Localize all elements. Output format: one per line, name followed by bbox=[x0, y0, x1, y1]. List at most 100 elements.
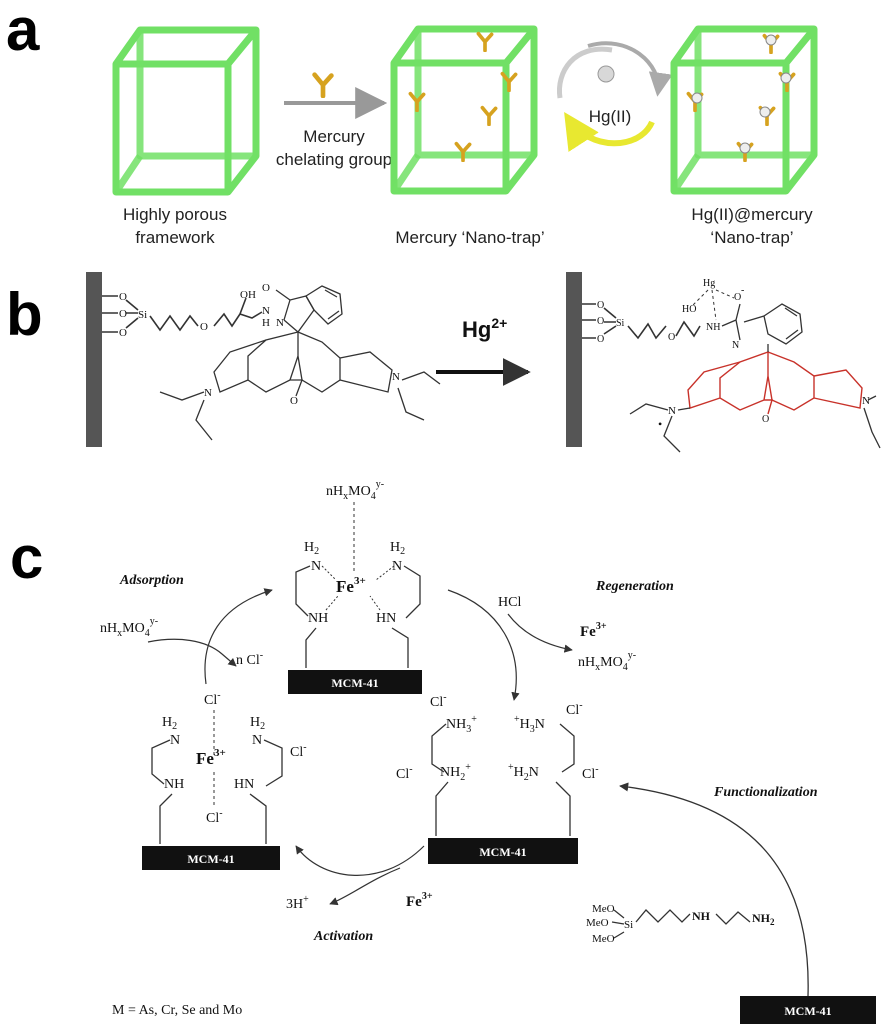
h3n-plus: +H3N bbox=[514, 714, 545, 735]
hg-ion-icon bbox=[597, 65, 615, 83]
oxyanion-in: nHxMO4y- bbox=[100, 616, 158, 639]
o-atom: O bbox=[668, 332, 675, 343]
xanthene-outer-red bbox=[687, 361, 863, 409]
hg-atom: Hg bbox=[703, 278, 715, 289]
adsorption-side-arrow bbox=[147, 638, 237, 667]
ethyl-groups bbox=[159, 371, 441, 441]
loaded-ligands bbox=[686, 33, 796, 162]
silane-precursor: MeO MeO MeO Si NH NH2 bbox=[586, 903, 775, 945]
mcm41-support bbox=[428, 838, 578, 864]
mcm41-support bbox=[288, 670, 422, 694]
benzene-ring bbox=[305, 285, 343, 325]
amine-n: N bbox=[862, 395, 870, 407]
panel-b: b O O O Si O OH N N H O O N N bbox=[6, 272, 881, 453]
caption-right-line2: ‘Nano-trap’ bbox=[710, 228, 793, 247]
cl-ion: Cl- bbox=[566, 700, 583, 718]
ethyl-groups bbox=[629, 395, 881, 453]
hg-ion-icon bbox=[765, 34, 777, 46]
cl-ion: Cl- bbox=[430, 692, 447, 710]
hcl-label: HCl bbox=[498, 595, 521, 610]
bridge-o: O bbox=[290, 395, 298, 407]
label-activation: Activation bbox=[313, 929, 373, 944]
xanthene-core-red bbox=[719, 351, 815, 415]
regeneration-arrow bbox=[447, 589, 520, 701]
cycle-yellow-arrow bbox=[564, 111, 655, 152]
adsorption-arrow bbox=[204, 588, 273, 685]
anionic-o: O bbox=[734, 292, 741, 303]
ligand-icon bbox=[480, 105, 498, 126]
activation-side-arrow bbox=[329, 867, 401, 906]
arrow-label-line2: chelating group bbox=[276, 150, 392, 169]
hn-right: HN bbox=[234, 777, 254, 792]
oxyanion-released: nHxMO4y- bbox=[578, 650, 636, 673]
rhodamine-probe-open: O O O Si O Hg HO O - NH N O N • N bbox=[566, 272, 881, 453]
h2-right: H2 bbox=[390, 540, 405, 557]
hg-ion-icon bbox=[759, 106, 771, 118]
amine-n-left: N bbox=[204, 387, 212, 399]
panel-letter-a: a bbox=[6, 0, 40, 63]
o-atom: O bbox=[119, 308, 127, 320]
caption-left-line2: framework bbox=[135, 228, 215, 247]
meo-group: MeO bbox=[586, 917, 609, 929]
si-atom: Si bbox=[616, 318, 625, 329]
h2n-plus: +H2N bbox=[508, 762, 539, 783]
cycle-right-arrow bbox=[587, 41, 673, 97]
mcm41-label: MCM-41 bbox=[784, 1004, 831, 1018]
mcm41-label: MCM-41 bbox=[331, 676, 378, 690]
nh2-group: NH2 bbox=[752, 911, 775, 927]
imine-n: N bbox=[732, 340, 739, 351]
minus-sign: - bbox=[741, 285, 744, 296]
panel-letter-c: c bbox=[10, 524, 43, 591]
nano-trap-cube bbox=[394, 29, 534, 191]
fe-released: Fe3+ bbox=[580, 621, 607, 640]
proton-release: 3H+ bbox=[286, 894, 309, 912]
protonated-amine-support: Cl- Cl- NH3+ +H3N Cl- NH2+ +H2N Cl- MCM-… bbox=[396, 692, 599, 864]
panel-c: c Adsorption Regeneration Functionalizat… bbox=[10, 479, 876, 1024]
o-atom: O bbox=[200, 321, 208, 333]
activation-arrow bbox=[295, 845, 425, 876]
si-atom: Si bbox=[138, 309, 147, 321]
fe-center: Fe3+ bbox=[336, 575, 366, 596]
nh-group: NH bbox=[692, 909, 711, 923]
n-right: N bbox=[392, 559, 402, 574]
mcm41-label: MCM-41 bbox=[187, 852, 234, 866]
benzene-ring bbox=[763, 303, 803, 345]
amide-bonds bbox=[721, 303, 765, 341]
nh-left: NH bbox=[164, 777, 184, 792]
functionalization-arrow bbox=[619, 782, 809, 997]
amine-chains bbox=[431, 723, 575, 836]
nh2-plus: NH2+ bbox=[440, 762, 471, 783]
hg-ion-icon bbox=[691, 92, 703, 104]
silica-surface bbox=[566, 272, 582, 447]
o-atom: O bbox=[597, 300, 604, 311]
mcm41-support bbox=[740, 996, 876, 1024]
reagent-label: Hg2+ bbox=[462, 315, 507, 342]
chloride-out: n Cl- bbox=[236, 650, 263, 668]
cl-bottom: Cl- bbox=[206, 808, 223, 826]
n-atom: N bbox=[276, 317, 284, 329]
cl-top: Cl- bbox=[204, 690, 221, 708]
cycle-label: Hg(II) bbox=[589, 107, 632, 126]
mcm41-label: MCM-41 bbox=[479, 845, 526, 859]
fe-n-bonds bbox=[321, 565, 395, 611]
cl-side: Cl- bbox=[290, 742, 307, 760]
ho-group: HO bbox=[682, 304, 696, 315]
o-atom: O bbox=[597, 316, 604, 327]
n-left: N bbox=[311, 559, 321, 574]
ligand-icon bbox=[476, 31, 494, 52]
meo-group: MeO bbox=[592, 933, 615, 945]
chelate-chains bbox=[295, 565, 421, 668]
h2-left: H2 bbox=[304, 540, 319, 557]
h2-right: H2 bbox=[250, 715, 265, 732]
linker-bonds bbox=[102, 295, 263, 333]
hg-cycle: Hg(II) bbox=[556, 41, 673, 152]
arrow-label-line1: Mercury bbox=[303, 127, 365, 146]
label-functionalization: Functionalization bbox=[713, 785, 818, 800]
aminosilane-chain bbox=[611, 909, 751, 939]
rhodamine-probe-closed: O O O Si O OH N N H O O N N bbox=[86, 272, 441, 447]
o-atom: O bbox=[119, 327, 127, 339]
oxyanion-label: nHxMO4y- bbox=[326, 479, 384, 502]
nh-left: NH bbox=[308, 611, 328, 626]
si-atom: Si bbox=[624, 919, 633, 931]
